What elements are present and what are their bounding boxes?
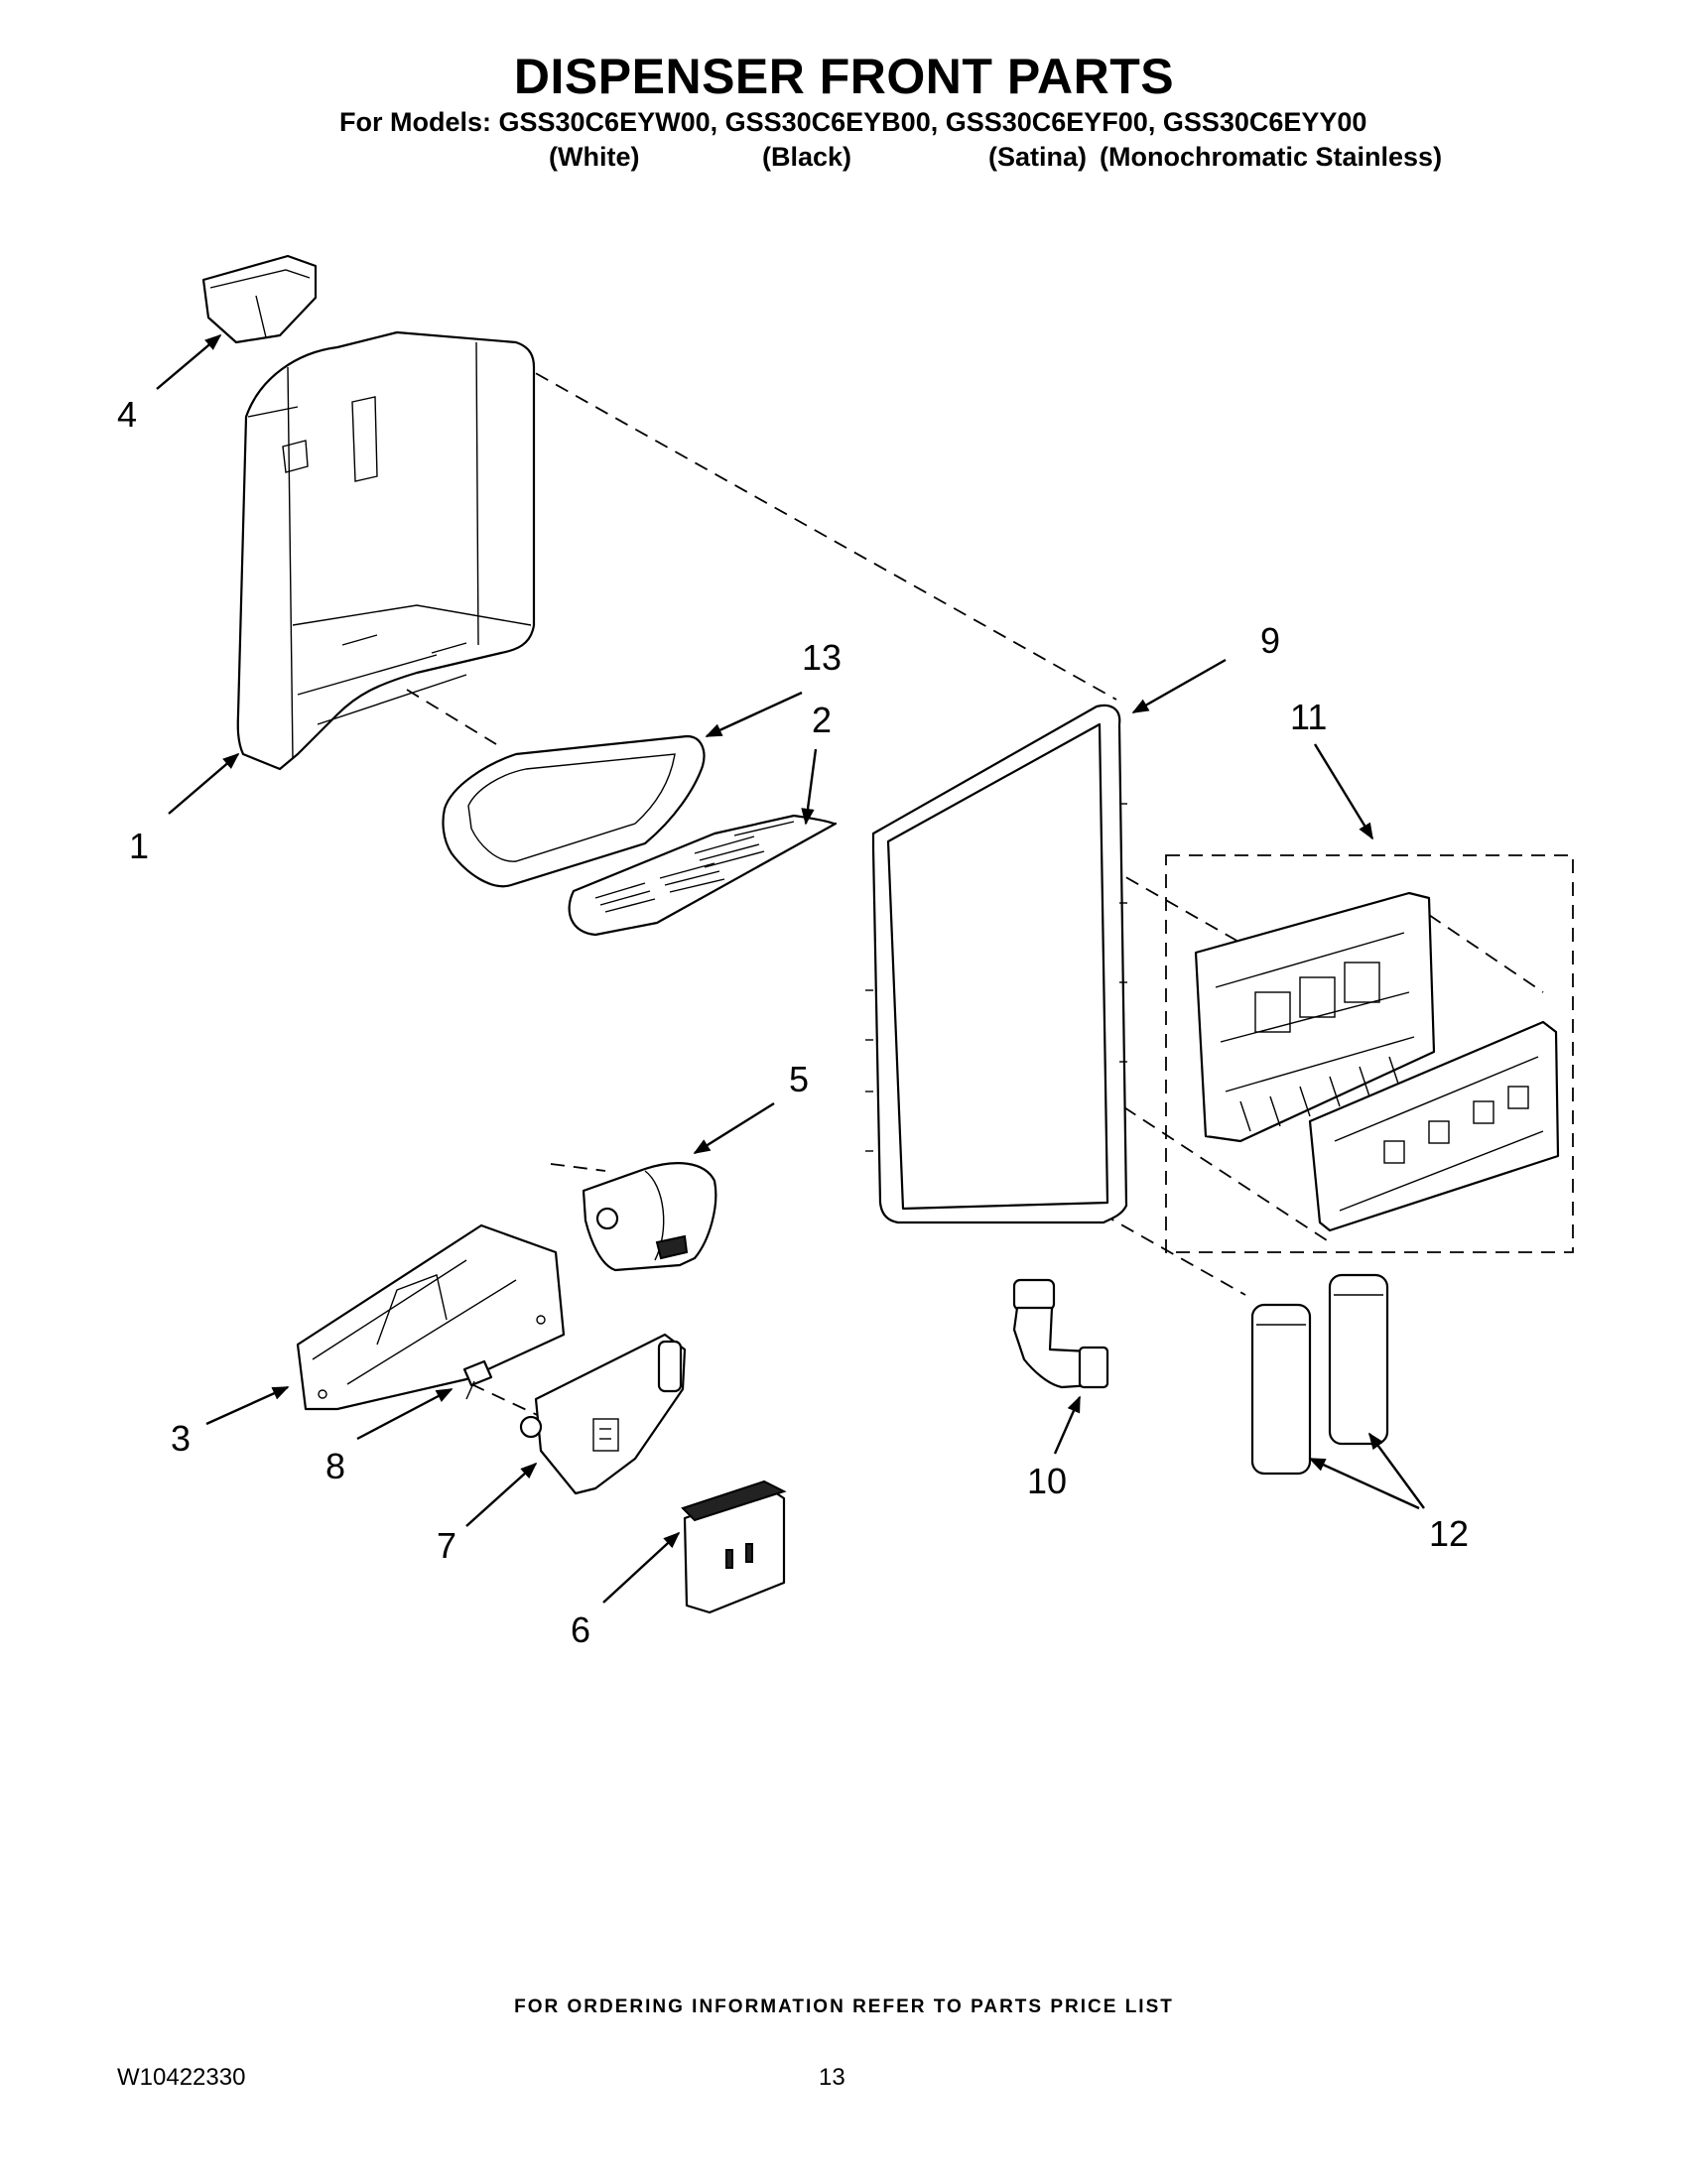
part-1-chute-housing <box>236 330 536 771</box>
callout-9: 9 <box>1260 620 1280 661</box>
part-8-screw <box>462 1359 493 1400</box>
document-id: W10422330 <box>117 2064 246 2091</box>
callout-12: 12 <box>1429 1513 1469 1554</box>
callout-2: 2 <box>812 700 832 740</box>
callout-13: 13 <box>802 637 842 678</box>
variant-black: (Black) <box>762 142 852 172</box>
variant-monochromatic-stainless: (Monochromatic Stainless) <box>1100 142 1443 172</box>
ordering-info-note: FOR ORDERING INFORMATION REFER TO PARTS … <box>514 1996 1174 2017</box>
part-10-water-elbow <box>1012 1278 1109 1389</box>
part-5-motor <box>582 1162 717 1272</box>
callout-1: 1 <box>129 826 149 866</box>
callout-4: 4 <box>117 394 137 435</box>
callout-5: 5 <box>789 1059 809 1099</box>
callout-11: 11 <box>1290 697 1327 737</box>
variant-white: (White) <box>549 142 640 172</box>
leader-arrows <box>156 333 1425 1604</box>
page-title: DISPENSER FRONT PARTS <box>513 49 1175 104</box>
part-9-frame-gasket <box>865 704 1128 1224</box>
callout-10: 10 <box>1027 1461 1067 1501</box>
callout-6: 6 <box>571 1609 590 1650</box>
variant-satina: (Satina) <box>988 142 1088 172</box>
part-6-pad <box>681 1479 787 1614</box>
part-12-paddles <box>1250 1273 1389 1476</box>
part-3-bracket-plate <box>296 1223 566 1411</box>
part-13-drip-tray-frame <box>442 734 706 888</box>
part-2-drip-tray-grille <box>568 814 838 937</box>
callout-7: 7 <box>437 1525 456 1566</box>
part-4-small-cup <box>201 254 318 344</box>
callout-8: 8 <box>325 1446 345 1486</box>
callout-3: 3 <box>171 1418 191 1459</box>
models-line: For Models: GSS30C6EYW00, GSS30C6EYB00, … <box>339 107 1367 137</box>
page-number: 13 <box>819 2064 845 2091</box>
part-7-actuator-housing <box>519 1333 687 1495</box>
part-11-control-assembly <box>1194 891 1560 1232</box>
